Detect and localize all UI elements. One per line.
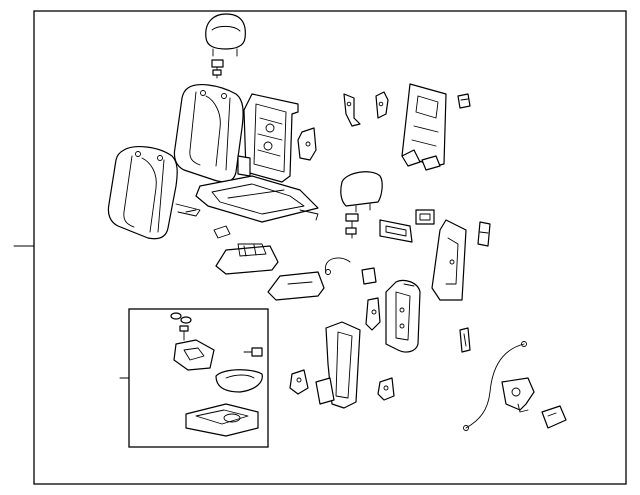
seat-frame: [175, 93, 319, 239]
trim-plate-small: [415, 209, 435, 225]
clip-bracket-a: [343, 93, 361, 127]
armrest-console: [315, 321, 361, 409]
small-bracket-mid: [361, 267, 377, 285]
trim-plate-long: [379, 219, 413, 243]
seat-pad-lower: [267, 271, 325, 301]
clip-right: [477, 221, 491, 247]
release-handle: [541, 405, 567, 429]
inset-tray: [185, 403, 259, 437]
seatback-left: [107, 146, 178, 240]
seatback-right: [173, 84, 244, 183]
inset-bolt: [243, 347, 263, 357]
inset-washers: [170, 312, 192, 324]
clip-bracket-b: [375, 91, 389, 119]
inset-detail-box: [119, 308, 269, 448]
bracket-bottom-mid: [377, 377, 395, 401]
headrest-guide: [211, 59, 224, 79]
hinge-bracket: [297, 127, 317, 161]
inset-cup-holder: [173, 339, 215, 371]
small-clip-top: [457, 93, 471, 109]
seat-headrest: [205, 13, 246, 57]
release-cable: [463, 341, 527, 431]
arm-link-small: [365, 297, 381, 331]
armrest-cushion: [340, 171, 383, 213]
seat-pad-upper: [215, 243, 279, 275]
cushion-stay: [345, 213, 359, 239]
clip-lower-right: [459, 327, 471, 353]
side-cover-right: [431, 219, 467, 301]
armrest-side-panel: [385, 279, 421, 353]
hook-wire: [325, 257, 351, 275]
bracket-bottom-left: [289, 369, 309, 395]
inset-lid: [215, 369, 263, 393]
diagram-frame: [33, 10, 627, 485]
seat-latch: [501, 377, 535, 413]
back-panel: [401, 83, 447, 171]
inset-screw: [179, 325, 189, 341]
